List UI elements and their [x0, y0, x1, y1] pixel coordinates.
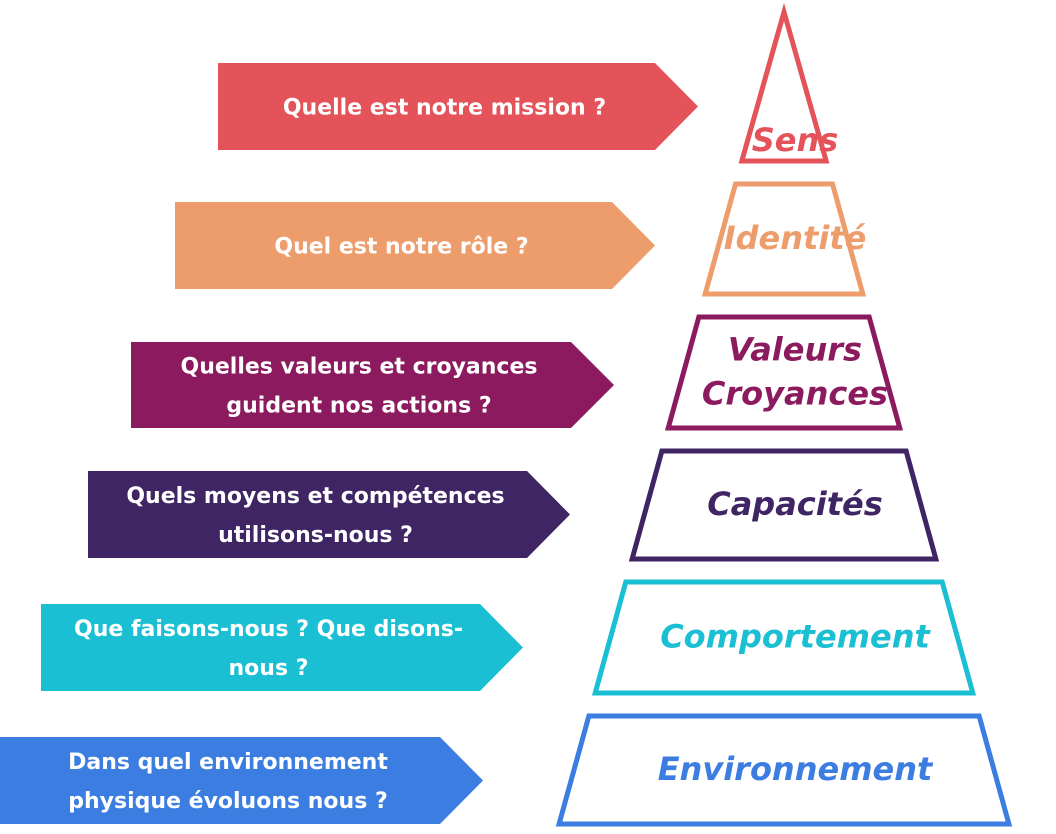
question-text: utilisons-nous ?: [218, 523, 413, 548]
level-label: Croyances: [702, 375, 888, 413]
level-label: Identité: [724, 219, 867, 257]
level-label: Comportement: [660, 618, 931, 656]
question-text: guident nos actions ?: [226, 394, 491, 419]
question-arrow-2: [175, 202, 655, 289]
pyramid-level-5: [591, 579, 977, 696]
question-arrow-3: [131, 342, 614, 428]
question-text: Quels moyens et compétences: [126, 484, 504, 509]
level-label: Capacités: [707, 485, 883, 523]
pyramid-level-3: [664, 314, 904, 431]
pyramid-level-1: [738, 2, 830, 164]
pyramid-level-4: [628, 448, 940, 562]
question-arrow-6: [0, 737, 483, 824]
question-arrows: Quelle est notre mission ? Quel est notre…: [0, 63, 698, 824]
level-label: Valeurs: [728, 331, 862, 369]
question-text: physique évoluons nous ?: [68, 789, 387, 814]
level-label: Environnement: [658, 750, 934, 788]
question-text: Dans quel environnement: [68, 750, 388, 775]
question-text: Quel est notre rôle ?: [274, 235, 528, 260]
question-text: Quelle est notre mission ?: [283, 96, 606, 121]
pyramid-level-2: [701, 181, 867, 297]
question-text: Quelles valeurs et croyances: [181, 355, 538, 380]
question-arrow-4: [88, 471, 570, 558]
pyramid-levels: SensIdentitéValeursCroyancesCapacitésCom…: [555, 2, 1013, 827]
question-text: Que faisons-nous ? Que disons-: [74, 617, 463, 642]
pyramid-level-6: [555, 713, 1013, 827]
level-label: Sens: [752, 121, 839, 159]
question-arrow-5: [41, 604, 523, 691]
question-text: nous ?: [229, 656, 309, 681]
question-arrow-1: [218, 63, 698, 150]
